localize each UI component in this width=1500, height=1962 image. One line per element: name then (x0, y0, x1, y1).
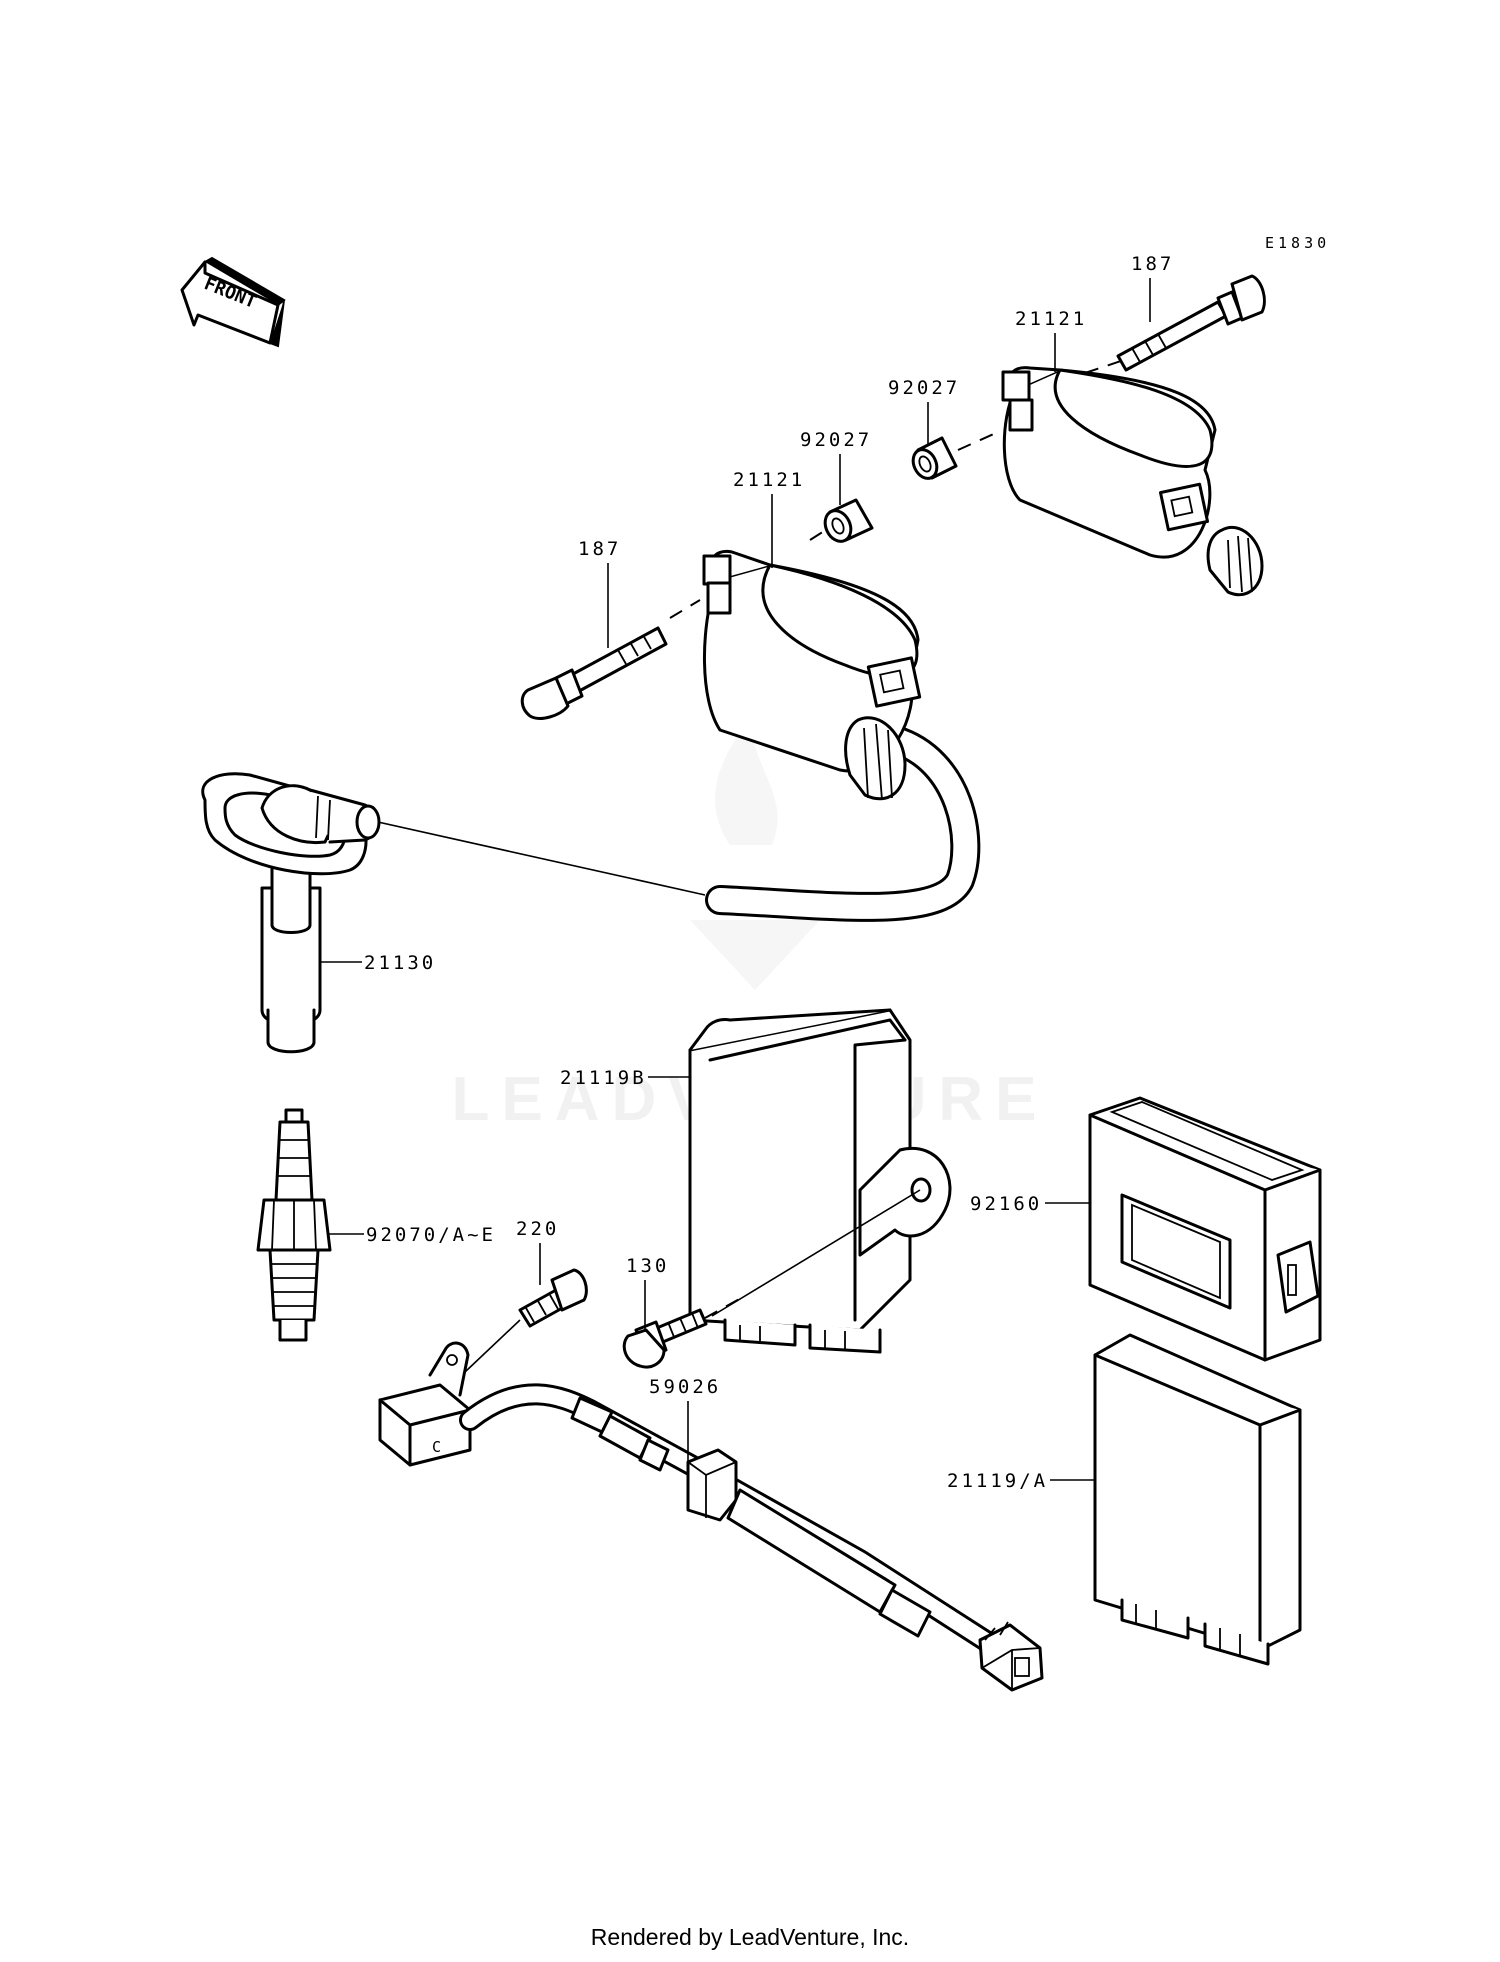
callout-92160: 92160 (970, 1193, 1042, 1215)
callout-21119a: 21119/A (947, 1470, 1048, 1492)
bolt-187-right (1116, 274, 1266, 372)
diagram-code: E1830 (1265, 234, 1330, 252)
leader-line (957, 431, 999, 451)
connector-mark: C (432, 1438, 445, 1456)
callout-21121-left: 21121 (733, 469, 805, 491)
harness-59026: C (378, 1341, 1044, 1692)
case-cover-92160 (1088, 1096, 1322, 1362)
callout-220: 220 (516, 1218, 559, 1240)
leader-line (711, 1189, 921, 1317)
igniter-21119b (688, 1008, 952, 1354)
plug-cap-21130 (201, 772, 381, 1054)
bolt-187-left (520, 626, 668, 720)
ignition-coil-left (702, 549, 981, 922)
callout-92070: 92070/A~E (366, 1224, 496, 1246)
igniter-21119a (1093, 1333, 1302, 1666)
screw-220 (518, 1268, 588, 1328)
leader-line (704, 1295, 746, 1319)
callout-187-left: 187 (578, 538, 621, 560)
callout-21130: 21130 (364, 952, 436, 974)
collar-92027-right (911, 436, 958, 480)
front-arrow-icon: FRONT (180, 256, 286, 348)
callout-59026: 59026 (649, 1376, 721, 1398)
leader-line (377, 821, 706, 896)
leader-line (809, 525, 833, 541)
callout-130: 130 (626, 1255, 669, 1277)
leader-line (669, 599, 701, 619)
ignition-coil-right (1001, 366, 1325, 746)
callout-92027-right: 92027 (888, 377, 960, 399)
callout-21119b: 21119B (560, 1067, 647, 1089)
bolt-130 (622, 1308, 708, 1369)
leader-line (464, 1319, 521, 1373)
callout-21121-right: 21121 (1015, 308, 1087, 330)
collar-92027-left (823, 498, 874, 543)
spark-plug-92070 (256, 1108, 332, 1342)
callout-92027-left: 92027 (800, 429, 872, 451)
callout-187-right: 187 (1131, 253, 1174, 275)
footer-credit: Rendered by LeadVenture, Inc. (591, 1924, 909, 1950)
